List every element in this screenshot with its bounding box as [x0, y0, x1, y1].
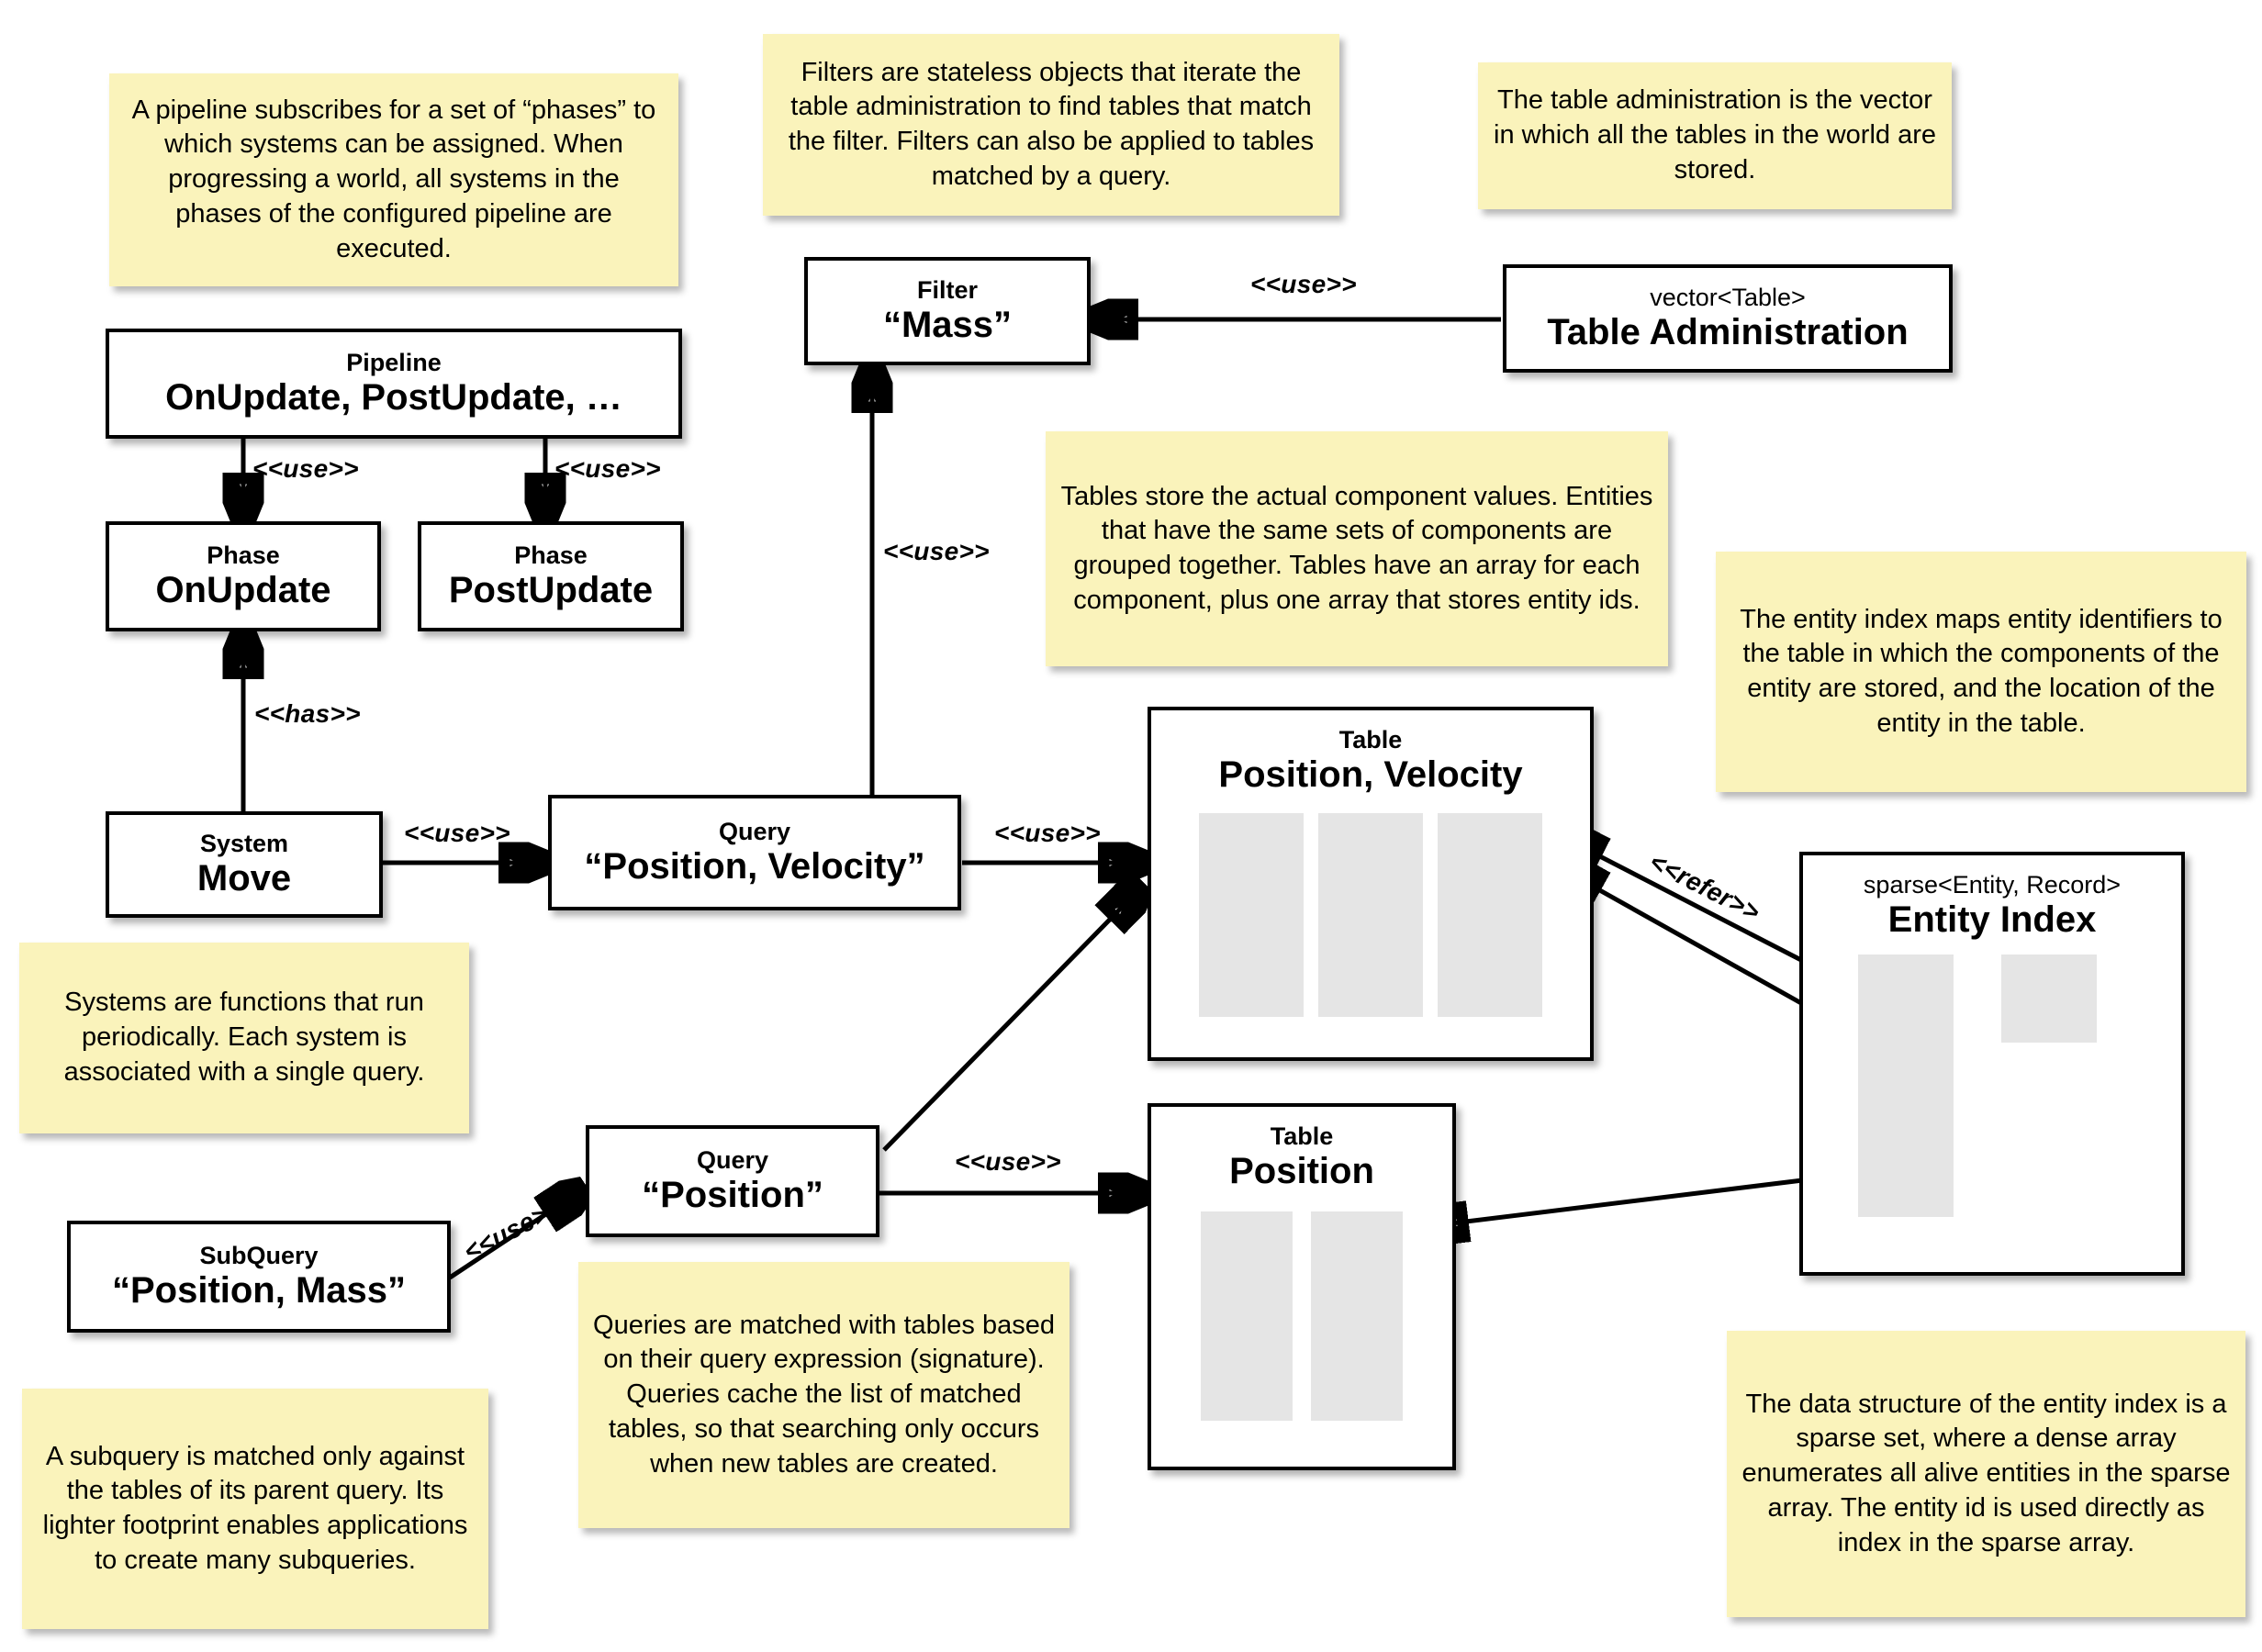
edge-query-p-to-table-pv — [882, 886, 1143, 1152]
table-position-arrays — [1151, 1211, 1452, 1422]
box-table-position-velocity[interactable]: Table Position, Velocity — [1148, 707, 1594, 1061]
table-pv-array-1 — [1318, 813, 1423, 1018]
note-table-administration: The table administration is the vector i… — [1478, 62, 1952, 209]
box-table-position[interactable]: Table Position — [1148, 1103, 1456, 1470]
box-system-move[interactable]: System Move — [106, 811, 383, 918]
box-query-pv-stereotype: Query — [718, 817, 791, 845]
table-pv-array-0 — [1199, 813, 1304, 1018]
box-phase-postupdate-stereotype: Phase — [514, 541, 588, 569]
box-table-pv-name: Position, Velocity — [1218, 754, 1523, 796]
box-query-position[interactable]: Query “Position” — [586, 1125, 879, 1237]
table-pv-array-2 — [1438, 813, 1542, 1018]
label-query-pv-use-table: <<use>> — [994, 819, 1101, 847]
note-table-administration-text: The table administration is the vector i… — [1494, 85, 1936, 184]
table-position-array-1 — [1311, 1211, 1403, 1422]
entity-index-sparse-array — [1858, 954, 1954, 1218]
box-query-position-stereotype: Query — [696, 1145, 769, 1174]
table-position-array-0 — [1201, 1211, 1293, 1422]
box-query-pv-name: “Position, Velocity” — [584, 846, 925, 887]
box-pipeline-stereotype: Pipeline — [346, 348, 442, 376]
box-phase-postupdate[interactable]: Phase PostUpdate — [418, 521, 684, 631]
label-pipeline-to-phase-onupdate: <<use>> — [252, 454, 359, 483]
label-system-use-query: <<use>> — [404, 819, 510, 847]
box-pipeline-name: OnUpdate, PostUpdate, … — [165, 377, 622, 419]
box-table-position-stereotype: Table — [1270, 1122, 1334, 1150]
box-table-pv-stereotype: Table — [1338, 726, 1403, 753]
note-entity-index: The entity index maps entity identifiers… — [1716, 552, 2246, 792]
label-query-pv-use-filter: <<use>> — [883, 537, 990, 565]
box-subquery-name: “Position, Mass” — [111, 1270, 407, 1312]
box-entity-index-stereotype: sparse<Entity, Record> — [1863, 871, 2122, 899]
entity-index-arrays — [1803, 940, 2181, 1272]
note-subquery: A subquery is matched only against the t… — [22, 1389, 488, 1629]
label-system-has-phase: <<has>> — [254, 699, 361, 728]
box-filter-mass[interactable]: Filter “Mass” — [804, 257, 1091, 365]
box-filter-mass-stereotype: Filter — [916, 275, 978, 304]
label-query-position-use-table: <<use>> — [955, 1147, 1061, 1176]
label-pipeline-to-phase-postupdate: <<use>> — [554, 454, 661, 483]
note-filter-text: Filters are stateless objects that itera… — [788, 57, 1315, 191]
box-entity-index-name: Entity Index — [1887, 899, 2097, 941]
entity-index-dense-array — [2001, 954, 2097, 1044]
label-index-refer-table: <<refer>> — [1644, 847, 1765, 927]
box-table-administration-stereotype: vector<Table> — [1650, 283, 1806, 311]
box-phase-postupdate-name: PostUpdate — [448, 570, 654, 611]
box-system-move-name: Move — [196, 858, 292, 899]
label-table-admin-use-filter: <<use>> — [1250, 270, 1357, 298]
box-entity-index[interactable]: sparse<Entity, Record> Entity Index — [1799, 852, 2185, 1276]
note-sparse-set: The data structure of the entity index i… — [1727, 1331, 2245, 1617]
note-sparse-set-text: The data structure of the entity index i… — [1741, 1389, 2231, 1557]
note-table: Tables store the actual component values… — [1046, 431, 1668, 666]
box-table-position-name: Position — [1229, 1151, 1374, 1192]
note-query-text: Queries are matched with tables based on… — [593, 1310, 1055, 1479]
note-entity-index-text: The entity index maps entity identifiers… — [1740, 604, 2223, 738]
note-query: Queries are matched with tables based on… — [578, 1262, 1069, 1528]
table-pv-arrays — [1151, 813, 1590, 1018]
box-query-position-name: “Position” — [642, 1175, 823, 1216]
box-query-position-velocity[interactable]: Query “Position, Velocity” — [548, 795, 961, 910]
box-table-administration-name: Table Administration — [1547, 312, 1909, 353]
box-subquery-stereotype: SubQuery — [199, 1241, 319, 1269]
box-phase-onupdate[interactable]: Phase OnUpdate — [106, 521, 381, 631]
box-subquery-position-mass[interactable]: SubQuery “Position, Mass” — [67, 1221, 451, 1333]
edge-entity-index-to-table-p — [1421, 1175, 1826, 1227]
note-pipeline-text: A pipeline subscribes for a set of “phas… — [131, 95, 656, 263]
note-system: Systems are functions that run periodica… — [19, 943, 469, 1133]
note-system-text: Systems are functions that run periodica… — [63, 988, 425, 1087]
box-table-administration[interactable]: vector<Table> Table Administration — [1503, 264, 1953, 373]
box-pipeline[interactable]: Pipeline OnUpdate, PostUpdate, … — [106, 329, 682, 439]
box-phase-onupdate-stereotype: Phase — [207, 541, 280, 569]
box-phase-onupdate-name: OnUpdate — [155, 570, 331, 611]
box-filter-mass-name: “Mass” — [882, 305, 1013, 346]
note-pipeline: A pipeline subscribes for a set of “phas… — [109, 73, 678, 286]
note-filter: Filters are stateless objects that itera… — [763, 34, 1339, 216]
box-system-move-stereotype: System — [199, 829, 289, 857]
note-table-text: Tables store the actual component values… — [1060, 481, 1653, 615]
note-subquery-text: A subquery is matched only against the t… — [42, 1441, 468, 1575]
label-subquery-use-query: <<use>> — [459, 1192, 567, 1267]
